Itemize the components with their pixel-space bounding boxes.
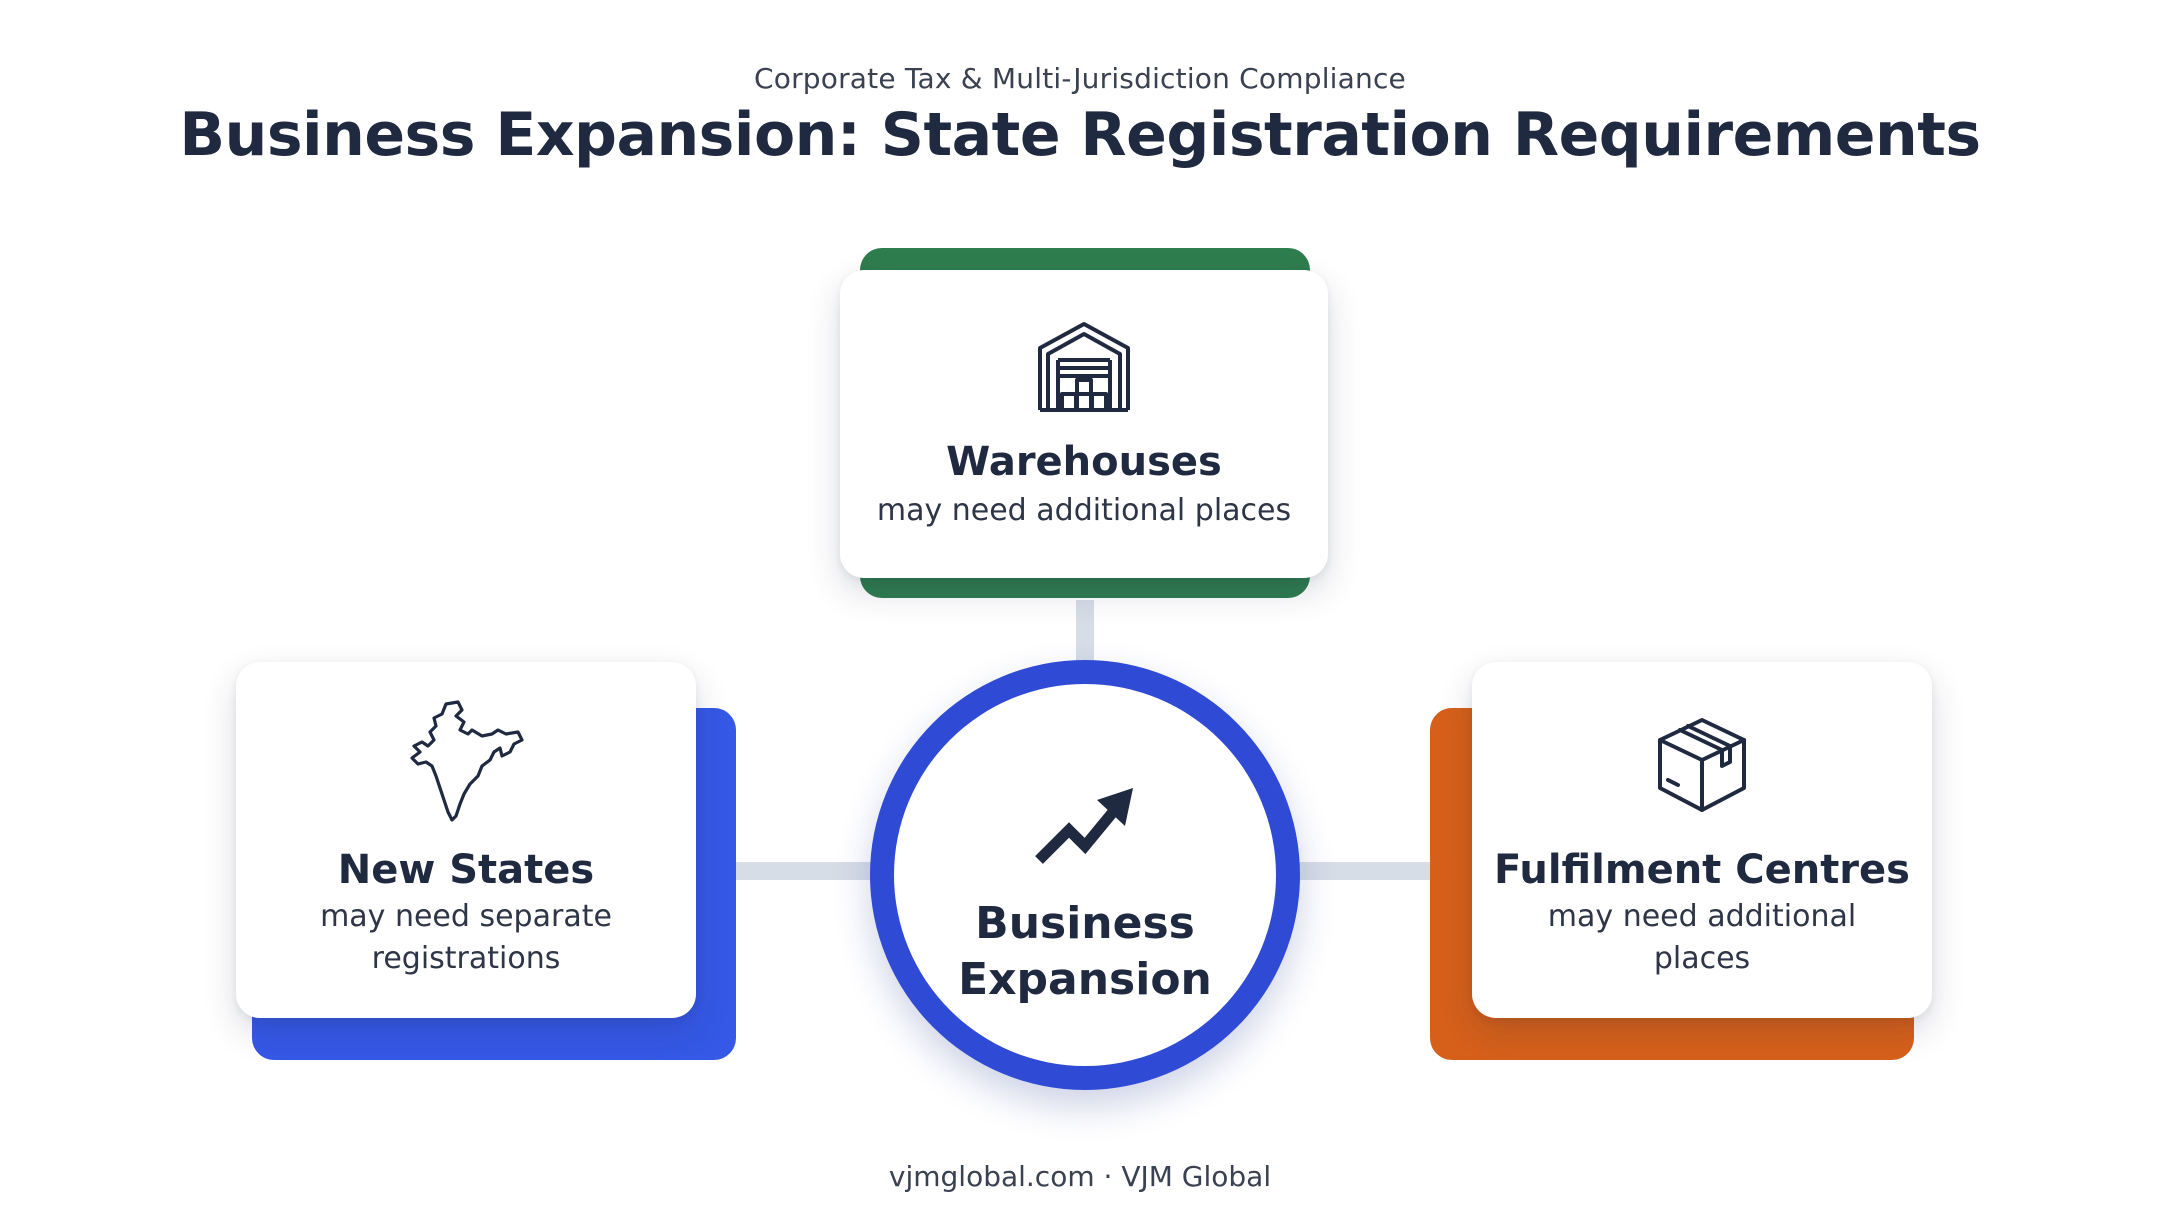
new-states-title: New States	[337, 847, 595, 893]
footer-source: vjmglobal.com · VJM Global	[888, 1160, 1272, 1193]
warehouses-title: Warehouses	[946, 439, 1222, 485]
package-box-icon	[1658, 718, 1746, 812]
fulfilment-title: Fulfilment Centres	[1494, 847, 1910, 893]
warehouse-icon	[1038, 322, 1130, 412]
hub-label-line2: Expansion	[958, 954, 1212, 1005]
connector-right	[1292, 862, 1440, 880]
warehouses-card: Warehouses may need additional places	[840, 270, 1328, 578]
business-expansion-hub: Business Expansion	[870, 660, 1300, 1090]
hub-label-line1: Business	[975, 898, 1195, 949]
fulfilment-subtitle-line1: may need additional	[1547, 899, 1857, 934]
trending-up-arrow-icon	[1035, 788, 1133, 864]
india-map-icon	[410, 700, 524, 822]
new-states-card: New States may need separate registratio…	[236, 662, 696, 1018]
hub-inner-circle: Business Expansion	[894, 684, 1276, 1066]
page-title: Business Expansion: State Registration R…	[179, 100, 1981, 170]
new-states-subtitle-line2: registrations	[371, 941, 561, 976]
hub-label: Business Expansion	[894, 896, 1276, 1008]
connector-left	[730, 862, 880, 880]
fulfilment-card: Fulfilment Centres may need additional p…	[1472, 662, 1932, 1018]
new-states-subtitle-line1: may need separate	[320, 899, 612, 934]
header-kicker: Corporate Tax & Multi-Jurisdiction Compl…	[754, 62, 1406, 95]
fulfilment-subtitle-line2: places	[1653, 941, 1751, 976]
warehouses-subtitle: may need additional places	[876, 493, 1292, 528]
